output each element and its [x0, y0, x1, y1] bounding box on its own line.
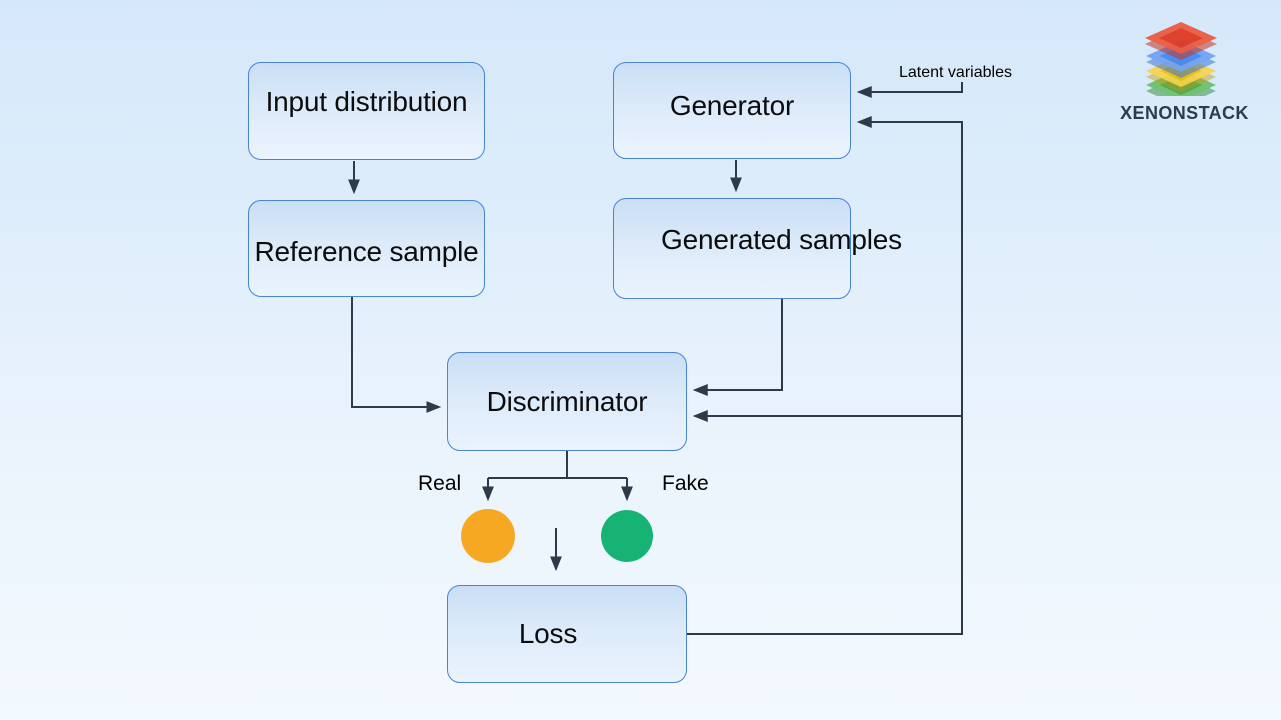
node-reference-sample-label: Reference sample [254, 235, 479, 267]
node-input-distribution: Input distribution [248, 62, 485, 160]
node-generated-samples: Generated samples [613, 198, 902, 299]
node-generated-samples-label: Generated samples [661, 223, 902, 255]
xenonstack-logo: XENONSTACK [1112, 20, 1257, 124]
node-loss-label: Loss [518, 618, 578, 649]
real-label: Real [418, 472, 462, 495]
connector-reference-to-discriminator [351, 297, 442, 413]
node-loss: Loss [447, 585, 687, 683]
node-input-distribution-label: Input distribution [265, 86, 468, 117]
connector-generated-to-discriminator [692, 299, 783, 396]
node-discriminator: Discriminator [447, 352, 687, 451]
connector-loss-feedback-to-generator [687, 116, 963, 635]
node-reference-sample: Reference sample [248, 200, 485, 297]
node-generator-label: Generator [669, 89, 795, 121]
real-indicator-circle [461, 509, 515, 563]
node-discriminator-label: Discriminator [486, 385, 648, 417]
connector-latent-to-generator [856, 82, 963, 98]
xenonstack-logo-icon [1145, 22, 1217, 107]
xenonstack-logo-text: XENONSTACK [1120, 103, 1249, 123]
node-generator: Generator [613, 62, 851, 159]
fake-label: Fake [662, 472, 709, 495]
fake-indicator-circle [601, 510, 653, 562]
latent-variables-label: Latent variables [899, 64, 1012, 81]
